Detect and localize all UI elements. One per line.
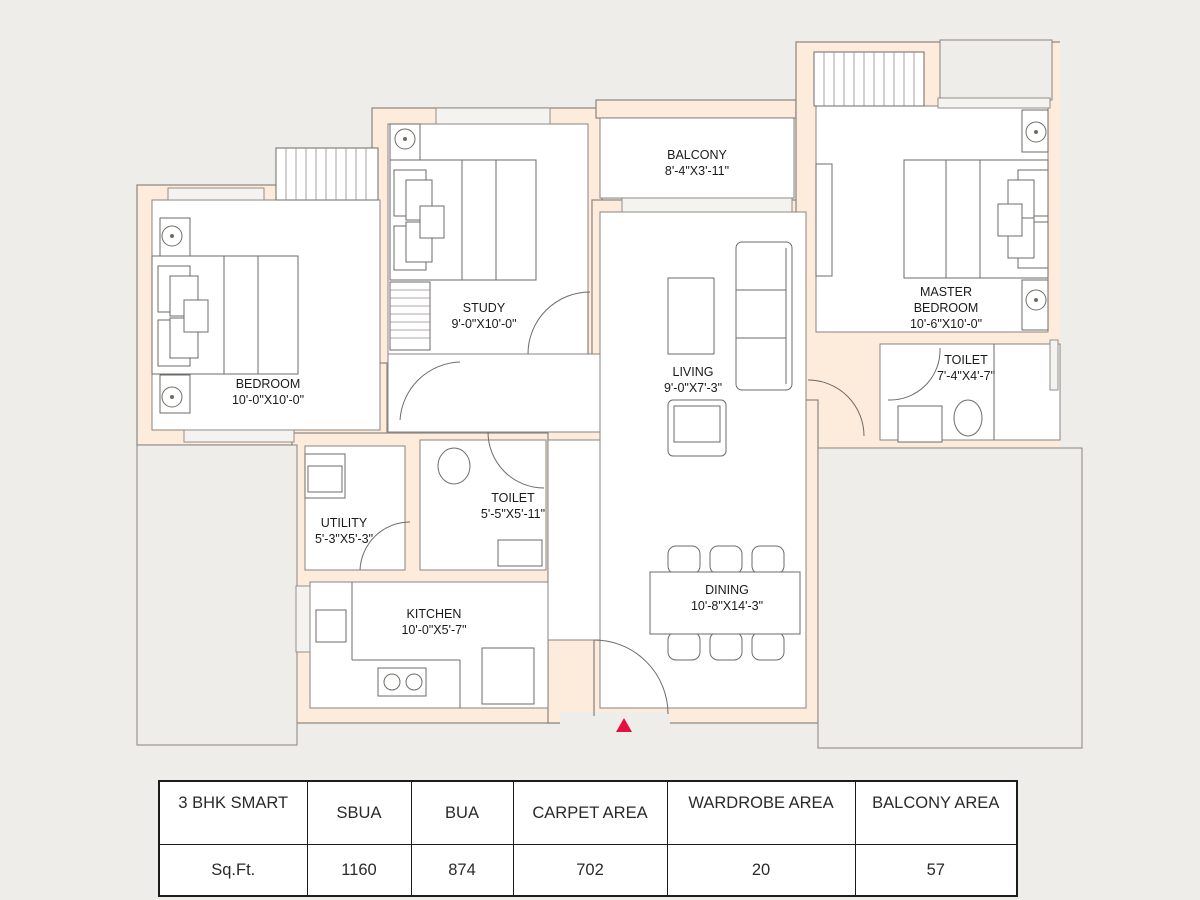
coffee-table-icon xyxy=(667,277,715,355)
wash-basin-icon xyxy=(497,539,543,567)
room-name: UTILITY xyxy=(320,516,368,530)
living-furniture xyxy=(399,241,865,457)
wardrobe-icon xyxy=(815,163,833,277)
header-unit-type: 3 BHK SMART xyxy=(158,780,308,845)
room-dimensions: 10'-8"X14'-3" xyxy=(690,599,764,613)
room-name-line2: BEDROOM xyxy=(913,301,979,315)
dining-furniture xyxy=(593,545,801,716)
windows-railings xyxy=(167,51,1059,653)
room-dimensions: 10'-0"X10'-0" xyxy=(231,393,305,407)
header-sbua: SBUA xyxy=(306,780,412,845)
room-dimensions: 8'-4"X3'-11" xyxy=(664,164,730,178)
entry-arrow-icon xyxy=(616,718,632,732)
room-dimensions: 10'-6"X10'-0" xyxy=(909,317,983,331)
commode-icon xyxy=(953,399,983,437)
room-name: KITCHEN xyxy=(406,607,462,621)
room-name: MASTER xyxy=(919,285,973,299)
room-name: BEDROOM xyxy=(235,377,301,391)
room-label-kitchen: KITCHEN 10'-0"X5'-7" xyxy=(401,606,466,638)
header-balcony-area: BALCONY AREA xyxy=(854,780,1018,845)
fridge-icon xyxy=(481,647,535,705)
room-dimensions: 5'-5"X5'-11" xyxy=(480,507,546,521)
room-label-master-toilet: TOILET 7'-4"X4'-7" xyxy=(937,352,995,384)
area-table: 3 BHK SMART SBUA BUA CARPET AREA WARDROB… xyxy=(158,780,1018,897)
room-label-bedroom: BEDROOM 10'-0"X10'-0" xyxy=(232,376,304,408)
cell-bua: 874 xyxy=(410,844,514,897)
header-bua: BUA xyxy=(410,780,514,845)
header-carpet-area: CARPET AREA xyxy=(512,780,668,845)
armchair-icon xyxy=(667,399,727,457)
stove-icon xyxy=(377,667,427,697)
room-name: TOILET xyxy=(491,491,535,505)
room-dimensions: 7'-4"X4'-7" xyxy=(936,369,996,383)
room-dimensions: 5'-3"X5'-3" xyxy=(314,532,374,546)
room-label-study: STUDY 9'-0"X10'-0" xyxy=(451,300,516,332)
room-dimensions: 10'-0"X5'-7" xyxy=(401,623,467,637)
outside-areas xyxy=(136,39,1083,749)
wash-basin-icon xyxy=(897,405,943,443)
room-name: LIVING xyxy=(672,365,714,379)
room-name: TOILET xyxy=(944,353,988,367)
room-label-balcony: BALCONY 8'-4"X3'-11" xyxy=(665,147,729,179)
study-furniture xyxy=(389,123,591,355)
washing-machine-icon xyxy=(304,453,346,499)
service-furniture xyxy=(304,431,545,708)
room-dimensions: 9'-0"X10'-0" xyxy=(451,317,517,331)
bedroom-furniture xyxy=(151,217,299,414)
room-name: STUDY xyxy=(462,301,506,315)
room-label-utility: UTILITY 5'-3"X5'-3" xyxy=(315,515,373,547)
dining-table-icon xyxy=(649,571,801,635)
master-furniture xyxy=(815,109,1049,443)
sofa-icon xyxy=(735,241,793,391)
header-wardrobe-area: WARDROBE AREA xyxy=(666,780,856,845)
cell-balcony-area: 57 xyxy=(854,844,1018,897)
wardrobe-icon xyxy=(389,281,431,351)
room-dimensions: 9'-0"X7'-3" xyxy=(663,381,723,395)
room-label-common-toilet: TOILET 5'-5"X5'-11" xyxy=(481,490,545,522)
kitchen-sink-icon xyxy=(315,609,347,643)
cell-sbua: 1160 xyxy=(306,844,412,897)
cell-wardrobe-area: 20 xyxy=(666,844,856,897)
cell-unit: Sq.Ft. xyxy=(158,844,308,897)
commode-icon xyxy=(437,447,471,485)
table-row: Sq.Ft. 1160 874 702 20 57 xyxy=(158,844,1018,897)
balcony-floor xyxy=(599,117,795,199)
cell-carpet-area: 702 xyxy=(512,844,668,897)
floor-plan-drawing xyxy=(136,39,1083,749)
table-header-row: 3 BHK SMART SBUA BUA CARPET AREA WARDROB… xyxy=(158,780,1018,845)
room-label-dining: DINING 10'-8"X14'-3" xyxy=(691,582,763,614)
room-label-living: LIVING 9'-0"X7'-3" xyxy=(664,364,722,396)
room-label-master-bedroom: MASTER BEDROOM 10'-6"X10'-0" xyxy=(910,284,982,332)
room-name: BALCONY xyxy=(667,148,727,162)
room-name: DINING xyxy=(705,583,749,597)
